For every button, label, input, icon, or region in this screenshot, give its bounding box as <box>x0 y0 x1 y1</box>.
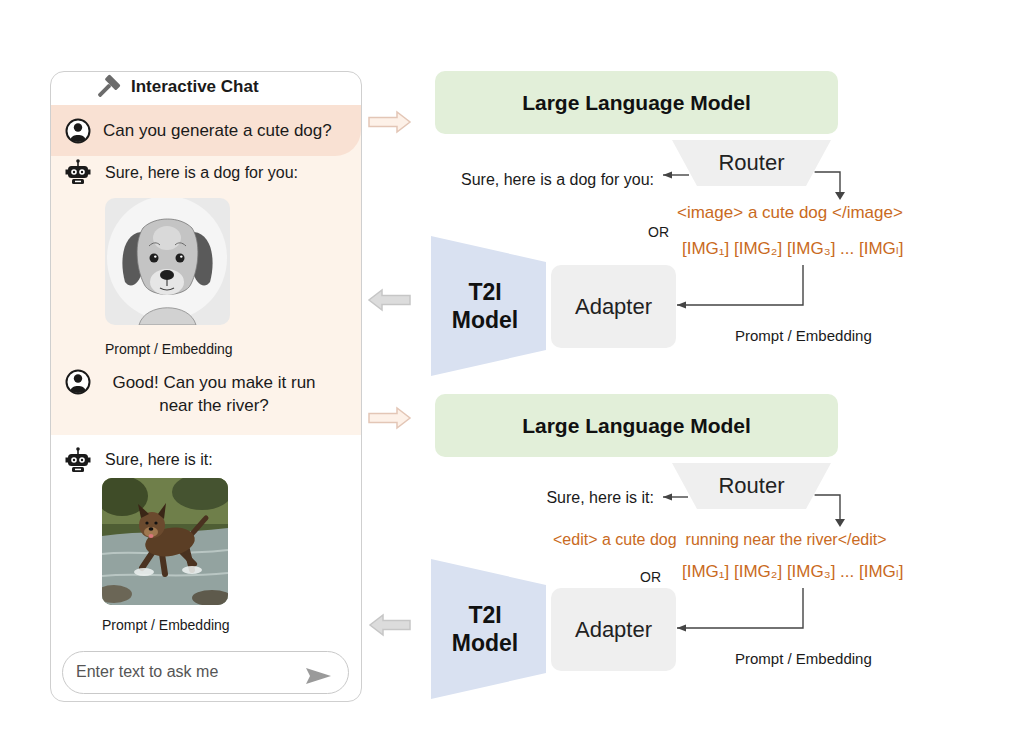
t2i-model-trapezoid: T2I Model <box>431 559 546 699</box>
chat-input-box: Enter text to ask me <box>62 651 349 694</box>
adapter-box: Adapter <box>551 588 676 671</box>
output-flow-arrow <box>369 290 410 310</box>
llm-box: Large Language Model <box>435 394 838 457</box>
prompt-arrowhead <box>835 192 845 200</box>
router-output-arrows <box>663 175 845 527</box>
t2i-model-trapezoid-outline <box>431 236 546 376</box>
adapter-box: Adapter <box>551 265 676 348</box>
chat-input-box-text: Enter text to ask me <box>76 662 218 682</box>
dog-ear <box>158 503 166 519</box>
router-trapezoid-shape <box>672 140 831 186</box>
text-output-arrow <box>663 174 689 175</box>
dog-nose <box>149 527 154 531</box>
eye-highlight <box>154 255 156 257</box>
water-splash <box>182 566 202 574</box>
edge-label: Prompt / Embedding <box>735 650 872 668</box>
puppy-forehead <box>153 226 181 250</box>
dog-muzzle <box>144 527 158 537</box>
hammer-handle <box>97 83 111 97</box>
puppy-nose <box>160 270 174 280</box>
or-label: OR <box>640 568 661 586</box>
prompt-embedding-connector <box>677 172 840 305</box>
llm-box: Large Language Model <box>435 71 838 134</box>
t2i-model-trapezoid-text: T2I Model <box>437 601 533 657</box>
user-message-band-text: Can you generate a cute dog? <box>103 120 332 142</box>
send-icon <box>306 668 331 684</box>
user-icon <box>67 371 90 394</box>
picture-rock <box>102 585 132 603</box>
user-icon <box>67 120 90 143</box>
puppy-eye <box>176 254 185 263</box>
t2i-model-trapezoid-shape <box>431 559 546 699</box>
chat-panel-text: Sure, here is it: <box>105 450 213 470</box>
image-tag-prompt: <image> a cute dog </image> <box>677 203 903 223</box>
t2i-model-trapezoid-outline <box>431 559 546 699</box>
llm-box-text: Large Language Model <box>435 90 838 116</box>
bot-icon <box>66 159 91 184</box>
chat-highlight-band-text: Prompt / Embedding <box>105 340 233 358</box>
dog-eye <box>154 521 157 524</box>
prompt-arrowhead <box>835 519 845 527</box>
dog-ear <box>138 504 149 518</box>
edit-tag-prompt: <edit> a cute dog running near the river… <box>553 530 887 550</box>
dog-tongue <box>149 534 154 538</box>
puppy-muzzle <box>150 269 184 295</box>
connectors <box>369 112 840 635</box>
adapter-box-text: Adapter <box>551 294 676 320</box>
t2i-model-trapezoid: T2I Model <box>431 236 546 376</box>
text-output-arrow <box>663 496 688 497</box>
router-trapezoid: Router <box>672 140 831 186</box>
router-trapezoid-text: Router <box>672 150 831 176</box>
puppy-chest <box>139 308 196 325</box>
dog-body <box>143 524 197 560</box>
input-flow-arrow <box>369 112 410 132</box>
chat-panel-text: Interactive Chat <box>131 76 259 98</box>
adapter-box-text: Adapter <box>551 617 676 643</box>
or-label: OR <box>648 223 669 241</box>
llm-box-text: Large Language Model <box>435 413 838 439</box>
dog-leg <box>162 554 165 574</box>
chat-highlight-band-text: Sure, here is a dog for you: <box>105 163 298 183</box>
running-dog-picture <box>102 478 228 605</box>
picture-rock <box>192 590 228 605</box>
picture-tree <box>172 478 228 510</box>
image-token-sequence: [IMG₁] [IMG₂] [IMG₃] ... [IMGₗ] <box>682 239 903 259</box>
image-token-sequence: [IMG₁] [IMG₂] [IMG₃] ... [IMGₗ] <box>682 562 903 582</box>
t2i-model-trapezoid-shape <box>431 236 546 376</box>
router-text-output: Sure, here is it: <box>546 488 654 508</box>
router-text-output: Sure, here is a dog for you: <box>461 170 654 190</box>
dog-eye <box>145 521 148 524</box>
edge-label: Prompt / Embedding <box>735 327 872 345</box>
router-trapezoid-shape <box>672 463 831 509</box>
chat-highlight-band-text: Good! Can you make it run near the river… <box>103 371 325 417</box>
output-flow-arrow <box>370 615 410 635</box>
water-splash <box>134 568 154 576</box>
hammer-head <box>104 74 120 90</box>
puppy-mouth <box>160 280 174 290</box>
eye-highlight <box>180 255 182 257</box>
router-trapezoid: Router <box>672 463 831 509</box>
input-flow-arrow <box>369 408 410 428</box>
puppy-eye <box>150 254 159 263</box>
router-trapezoid-text: Router <box>672 473 831 499</box>
t2i-model-trapezoid-text: T2I Model <box>437 278 533 334</box>
send-plane <box>306 668 331 684</box>
bot-icon <box>66 447 91 472</box>
prompt-embedding-connector <box>677 495 840 628</box>
puppy-sketch-picture <box>105 198 230 325</box>
hammer-icon <box>93 74 121 102</box>
picture-glow <box>107 198 227 320</box>
chat-panel: Interactive ChatSure, here is it: Prompt … <box>50 71 362 702</box>
user-message-band: Can you generate a cute dog? <box>51 105 361 156</box>
puppy-brow <box>149 243 186 246</box>
chat-panel-text: Prompt / Embedding <box>102 616 230 634</box>
puppy-head <box>137 219 198 295</box>
